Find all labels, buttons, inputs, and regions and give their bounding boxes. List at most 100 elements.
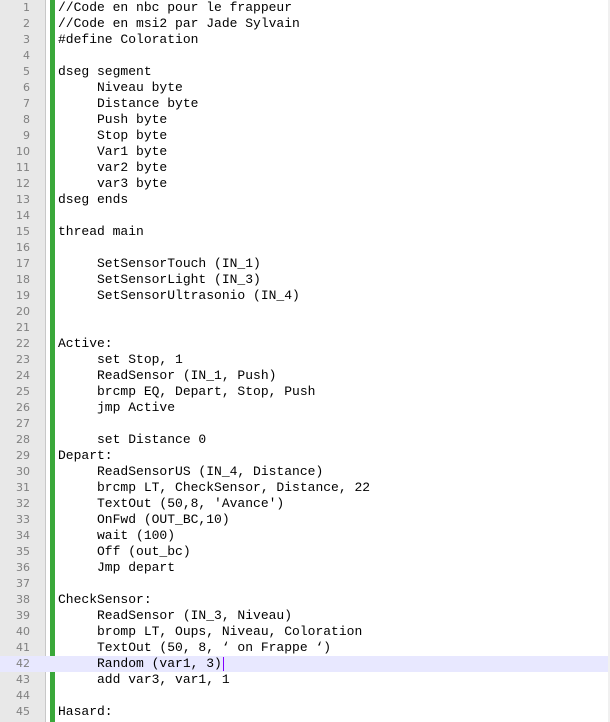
code-text[interactable]: ReadSensorUS (IN_4, Distance) [58,464,323,480]
code-text[interactable]: jmp Active [58,400,175,416]
code-text[interactable]: //Code en msi2 par Jade Sylvain [58,16,300,32]
change-history-bar [50,0,55,722]
code-line[interactable]: 23 set Stop, 1 [0,352,610,368]
code-text[interactable]: //Code en nbc pour le frappeur [58,0,292,16]
code-text[interactable]: Random (var1, 3) [58,656,224,672]
code-line[interactable]: 17 SetSensorTouch (IN_1) [0,256,610,272]
code-text[interactable]: CheckSensor: [58,592,152,608]
code-text[interactable]: brcmp LT, CheckSensor, Distance, 22 [58,480,370,496]
code-text[interactable]: Depart: [58,448,113,464]
code-text[interactable]: bromp LT, Oups, Niveau, Coloration [58,624,362,640]
code-line[interactable]: 44 [0,688,610,704]
code-line[interactable]: 24 ReadSensor (IN_1, Push) [0,368,610,384]
code-text[interactable]: Active: [58,336,113,352]
code-text[interactable]: brcmp EQ, Depart, Stop, Push [58,384,315,400]
code-text[interactable]: Niveau byte [58,80,183,96]
code-line[interactable]: 35 Off (out_bc) [0,544,610,560]
code-line[interactable]: 41 TextOut (50, 8, ‘ on Frappe ‘) [0,640,610,656]
code-line[interactable]: 31 brcmp LT, CheckSensor, Distance, 22 [0,480,610,496]
line-number: 6 [23,81,30,94]
code-line[interactable]: 18 SetSensorLight (IN_3) [0,272,610,288]
code-text[interactable]: Jmp depart [58,560,175,576]
code-line[interactable]: 33 OnFwd (OUT_BC,10) [0,512,610,528]
code-line[interactable]: 36 Jmp depart [0,560,610,576]
code-line[interactable]: 34 wait (100) [0,528,610,544]
code-text[interactable]: Hasard: [58,704,113,720]
code-line[interactable]: 21 [0,320,610,336]
code-text[interactable]: dseg ends [58,192,128,208]
line-number: 28 [16,433,30,446]
code-text[interactable]: add var3, var1, 1 [58,672,230,688]
code-line[interactable]: 28 set Distance 0 [0,432,610,448]
code-text[interactable]: Off (out_bc) [58,544,191,560]
code-line[interactable]: 3#define Coloration [0,32,610,48]
code-line[interactable]: 39 ReadSensor (IN_3, Niveau) [0,608,610,624]
code-text[interactable]: wait (100) [58,528,175,544]
code-line[interactable]: 37 [0,576,610,592]
code-line[interactable]: 14 [0,208,610,224]
code-line[interactable]: 4 [0,48,610,64]
code-line[interactable]: 12 var3 byte [0,176,610,192]
code-line[interactable]: 30 ReadSensorUS (IN_4, Distance) [0,464,610,480]
code-text[interactable]: SetSensorLight (IN_3) [58,272,261,288]
code-line[interactable]: 13 dseg ends [0,192,610,208]
line-number: 37 [16,577,30,590]
code-line[interactable]: 26 jmp Active [0,400,610,416]
code-line[interactable]: 40 bromp LT, Oups, Niveau, Coloration [0,624,610,640]
code-text-content: #define Coloration [58,32,199,47]
code-line[interactable]: 32 TextOut (50,8, 'Avance') [0,496,610,512]
code-line[interactable]: 25 brcmp EQ, Depart, Stop, Push [0,384,610,400]
code-line[interactable]: 19 SetSensorUltrasonio (IN_4) [0,288,610,304]
line-number: 45 [16,705,30,718]
code-text[interactable]: SetSensorUltrasonio (IN_4) [58,288,300,304]
line-number: 23 [16,353,30,366]
code-text[interactable]: dseg segment [58,64,152,80]
code-text[interactable]: set Stop, 1 [58,352,183,368]
code-text[interactable]: TextOut (50,8, 'Avance') [58,496,284,512]
code-text[interactable]: Distance byte [58,96,198,112]
code-line[interactable]: 10 Var1 byte [0,144,610,160]
code-text[interactable]: Var1 byte [58,144,167,160]
code-line[interactable]: 38 CheckSensor: [0,592,610,608]
code-line[interactable]: 20 [0,304,610,320]
code-line[interactable]: 2//Code en msi2 par Jade Sylvain [0,16,610,32]
code-line-current[interactable]: 42 Random (var1, 3) [0,656,610,672]
code-line[interactable]: 45 Hasard: [0,704,610,720]
code-text[interactable]: TextOut (50, 8, ‘ on Frappe ‘) [58,640,331,656]
line-number: 21 [16,321,30,334]
code-text-content: ReadSensorUS (IN_4, Distance) [58,464,324,479]
line-number: 38 [16,593,30,606]
line-number: 7 [23,97,30,110]
code-text-content: Var1 byte [58,144,168,159]
code-text[interactable]: #define Coloration [58,32,198,48]
code-line[interactable]: 6 Niveau byte [0,80,610,96]
code-text-content: Distance byte [58,96,199,111]
code-text[interactable]: var3 byte [58,176,167,192]
code-text[interactable]: var2 byte [58,160,167,176]
code-line[interactable]: 1 //Code en nbc pour le frappeur [0,0,610,16]
line-number: 36 [16,561,30,574]
code-line[interactable]: 27 [0,416,610,432]
code-text[interactable]: thread main [58,224,144,240]
code-line[interactable]: 8 Push byte [0,112,610,128]
code-text[interactable]: ReadSensor (IN_1, Push) [58,368,276,384]
code-line[interactable]: 9 Stop byte [0,128,610,144]
line-number: 1 [23,1,30,14]
code-text[interactable]: OnFwd (OUT_BC,10) [58,512,230,528]
code-text[interactable]: set Distance 0 [58,432,206,448]
code-line[interactable]: 43 add var3, var1, 1 [0,672,610,688]
code-text[interactable]: Stop byte [58,128,167,144]
line-number: 20 [16,305,30,318]
code-text[interactable]: SetSensorTouch (IN_1) [58,256,261,272]
code-text[interactable]: Push byte [58,112,167,128]
code-line[interactable]: 16 [0,240,610,256]
line-number: 13 [16,193,30,206]
code-text[interactable]: ReadSensor (IN_3, Niveau) [58,608,292,624]
code-line[interactable]: 11 var2 byte [0,160,610,176]
code-line[interactable]: 7 Distance byte [0,96,610,112]
